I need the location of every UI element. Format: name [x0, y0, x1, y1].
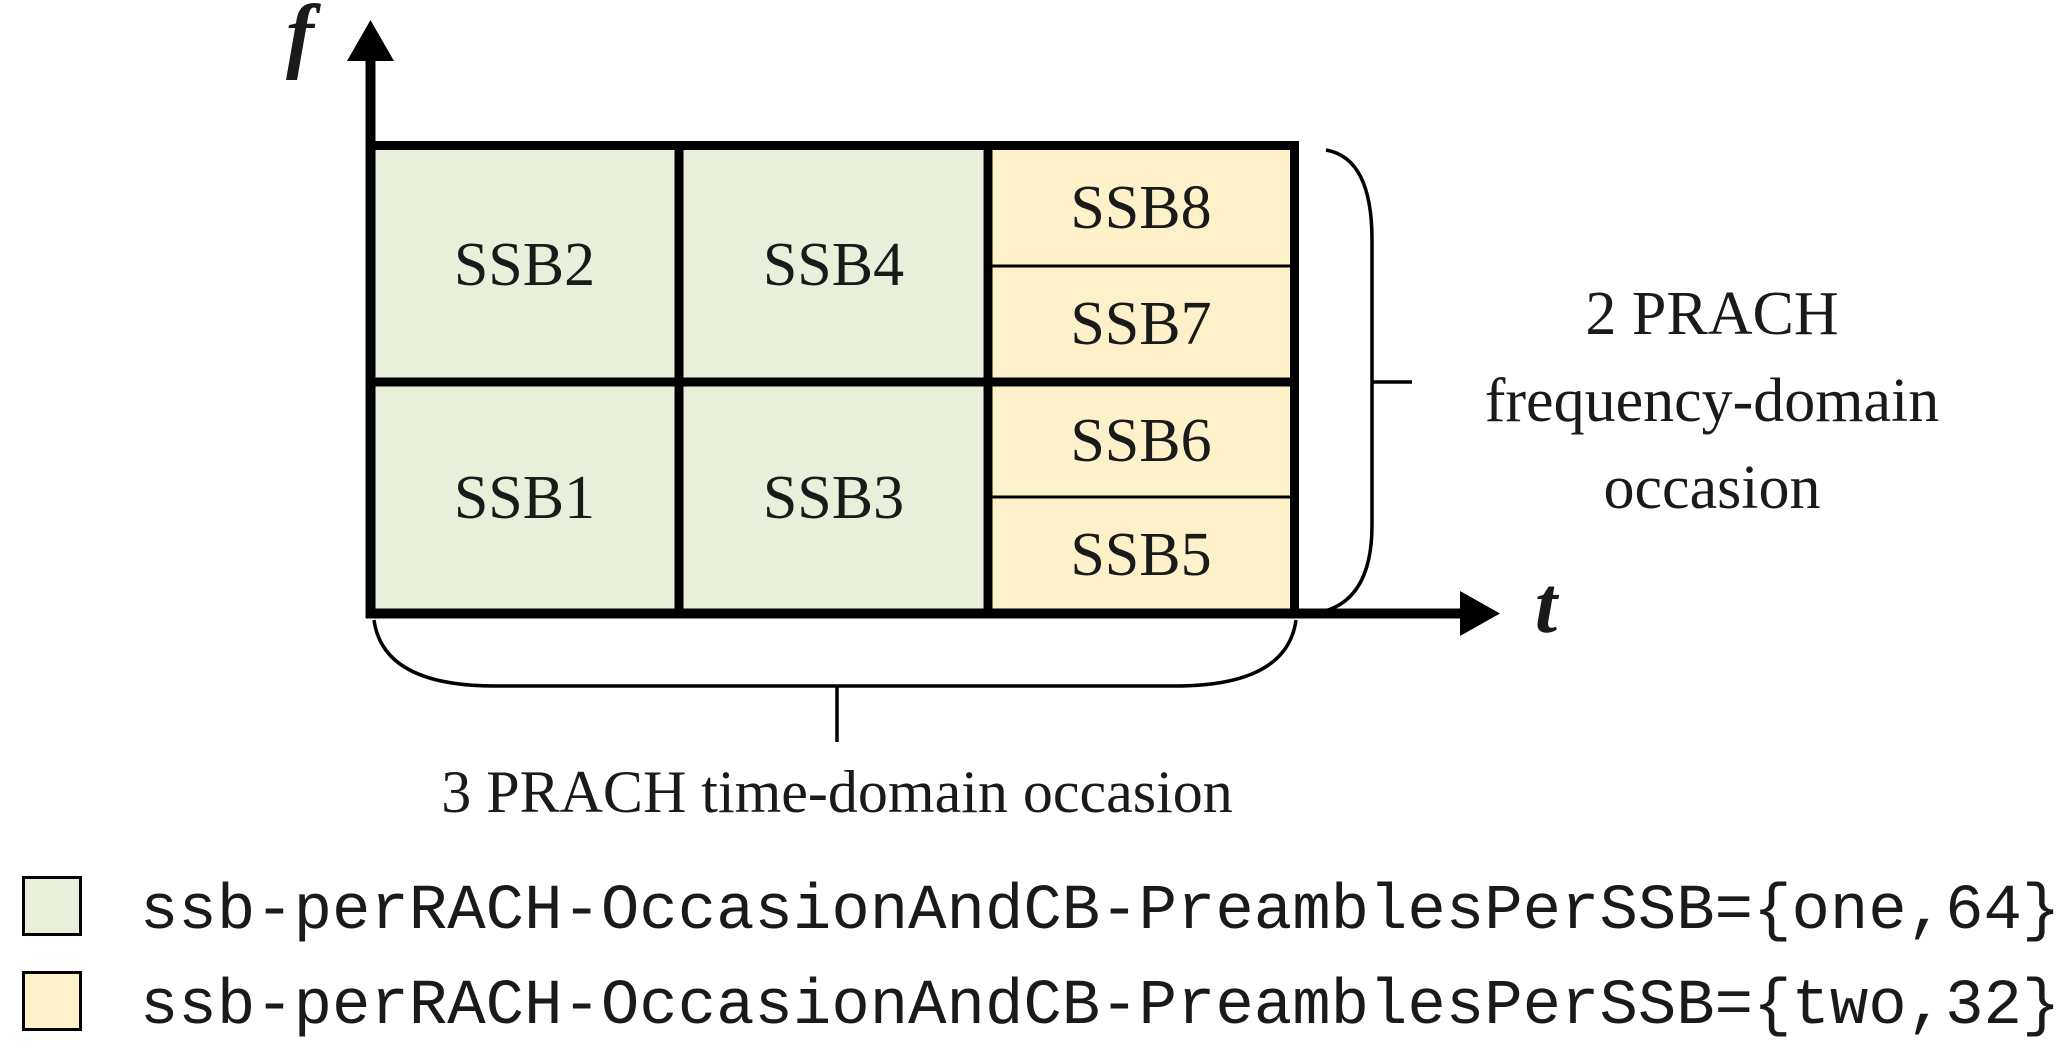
time-annotation: 3 PRACH time-domain occasion	[441, 759, 1233, 825]
legend-label-one64: ssb-perRACH-OccasionAndCB-PreamblesPerSS…	[140, 876, 2060, 948]
legend-row-one64: ssb-perRACH-OccasionAndCB-PreamblesPerSS…	[22, 876, 2060, 948]
cell-label-ssb7: SSB7	[1070, 290, 1211, 358]
grid-cells	[375, 150, 1290, 609]
cell-ssb2	[375, 150, 675, 378]
time-annotation-group: 3 PRACH time-domain occasion	[372, 619, 1298, 825]
y-axis-arrowhead-icon	[347, 20, 394, 61]
legend-swatch-yellow	[22, 971, 82, 1031]
cell-ssb7	[992, 266, 1290, 382]
frequency-annotation-line1: 2 PRACH	[1585, 280, 1838, 348]
x-axis-label: t	[1535, 562, 1560, 650]
bottom-brace	[372, 619, 1298, 688]
cell-label-ssb4: SSB4	[763, 231, 904, 299]
legend-label-two32: ssb-perRACH-OccasionAndCB-PreamblesPerSS…	[140, 971, 2060, 1043]
legend-swatch-green	[22, 876, 82, 936]
x-axis-arrowhead-icon	[1460, 591, 1500, 636]
cell-ssb5	[992, 497, 1290, 609]
legend: ssb-perRACH-OccasionAndCB-PreamblesPerSS…	[22, 876, 2060, 1043]
cell-ssb1	[375, 386, 675, 609]
right-brace	[1315, 148, 1374, 615]
cell-label-ssb5: SSB5	[1070, 521, 1211, 589]
frequency-annotation-line3: occasion	[1604, 454, 1821, 522]
cell-label-ssb1: SSB1	[454, 464, 595, 532]
cell-label-ssb8: SSB8	[1070, 174, 1211, 242]
axes: f t	[286, 0, 1560, 650]
legend-row-two32: ssb-perRACH-OccasionAndCB-PreamblesPerSS…	[22, 971, 2060, 1043]
thin-separators	[992, 264, 1290, 499]
cell-label-ssb2: SSB2	[454, 231, 595, 299]
cell-label-ssb6: SSB6	[1070, 407, 1211, 475]
cell-ssb4	[683, 150, 983, 378]
frequency-annotation: 2 PRACH frequency-domain occasion	[1485, 280, 1939, 522]
y-axis-label: f	[286, 0, 321, 81]
cell-label-ssb3: SSB3	[763, 464, 904, 532]
frequency-annotation-line2: frequency-domain	[1485, 367, 1939, 435]
cell-ssb8	[992, 150, 1290, 266]
frequency-annotation-group: 2 PRACH frequency-domain occasion	[1315, 148, 1939, 615]
cell-labels: SSB2 SSB4 SSB1 SSB3 SSB8 SSB7 SSB6 SSB5	[454, 174, 1212, 589]
cell-ssb3	[683, 386, 983, 609]
cell-ssb6	[992, 382, 1290, 497]
